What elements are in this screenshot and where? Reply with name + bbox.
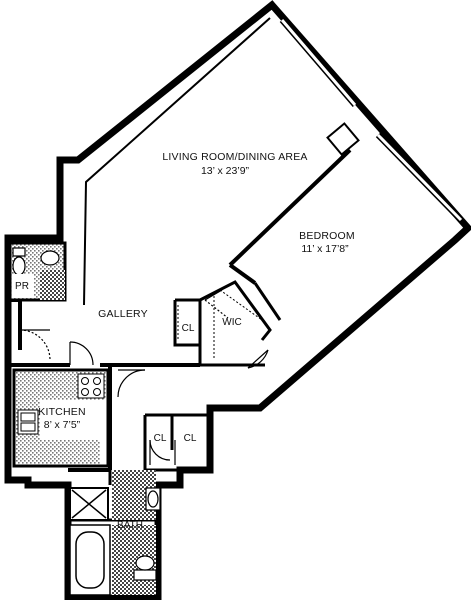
sink-icon bbox=[145, 487, 161, 511]
windows bbox=[279, 18, 464, 223]
kitchen-label: KITCHEN bbox=[38, 406, 86, 418]
door-swing-icon bbox=[247, 349, 269, 369]
door-swing-icon bbox=[69, 341, 94, 366]
bath: BATH bbox=[69, 487, 161, 596]
wic-label: WIC bbox=[222, 317, 241, 328]
toilet-icon bbox=[12, 247, 26, 276]
bedroom-dims: 11’ x 17’8” bbox=[301, 243, 349, 255]
living-dims: 13’ x 23’9” bbox=[201, 165, 250, 177]
toilet-icon bbox=[133, 555, 157, 581]
stove-icon bbox=[77, 373, 105, 399]
bath-label: BATH bbox=[117, 520, 143, 531]
pr-label: PR bbox=[15, 281, 29, 292]
closet-gallery-label: CL bbox=[182, 323, 195, 334]
kitchen: KITCHEN 8’ x 7’5” bbox=[12, 368, 110, 468]
doors bbox=[19, 289, 269, 465]
window-icon bbox=[375, 132, 464, 223]
closet-right-label: CL bbox=[184, 433, 197, 444]
door-swing-icon bbox=[117, 369, 146, 398]
exterior-walls bbox=[4, 0, 471, 600]
kitchen-dims: 8’ x 7’5” bbox=[44, 419, 81, 431]
door-swing-icon bbox=[19, 329, 51, 361]
bedroom-label: BEDROOM bbox=[299, 230, 355, 242]
closets bbox=[177, 289, 263, 360]
living-label: LIVING ROOM/DINING AREA bbox=[162, 151, 307, 163]
door-swing-icon bbox=[204, 289, 229, 319]
sink-icon bbox=[40, 250, 60, 266]
window-icon bbox=[279, 18, 358, 107]
powder-room: PR bbox=[8, 241, 67, 302]
sink-icon bbox=[17, 409, 39, 435]
closet-left-label: CL bbox=[154, 433, 167, 444]
gallery-label: GALLERY bbox=[98, 308, 148, 320]
bathtub-icon bbox=[69, 524, 111, 596]
door-swing-icon bbox=[149, 439, 171, 465]
